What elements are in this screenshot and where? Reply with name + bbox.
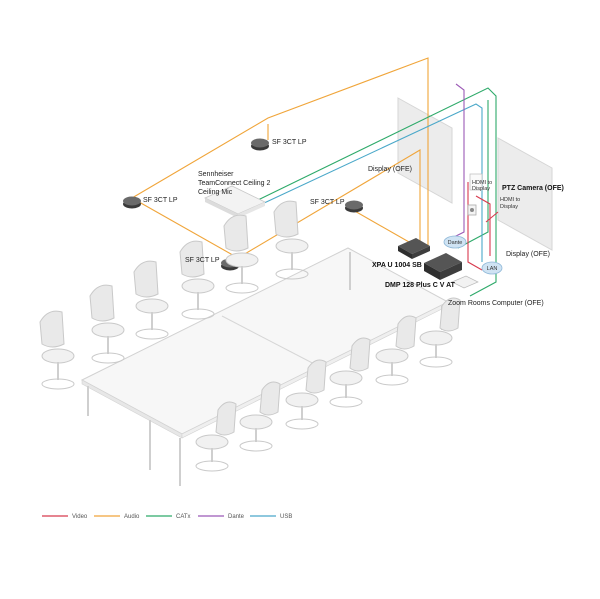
hdmi-box-1 <box>469 173 483 191</box>
chair <box>223 214 259 294</box>
chair <box>285 359 327 430</box>
hdmi-1-label-line2: Display <box>472 186 490 192</box>
dsp-device <box>424 253 462 280</box>
dante-badge: Dante <box>443 235 467 249</box>
chair <box>133 260 169 340</box>
lan-badge-label: LAN <box>487 266 498 272</box>
chair <box>195 401 237 472</box>
chair <box>239 381 281 452</box>
legend-label-audio: Audio <box>124 514 140 520</box>
legend-label-catx: CATx <box>176 514 191 520</box>
lan-badge: LAN <box>481 261 503 275</box>
legend-label-video: Video <box>72 514 88 520</box>
dante-badge-label: Dante <box>448 240 463 246</box>
display-right-label: Display (OFE) <box>506 251 550 258</box>
ptz-camera-label: PTZ Camera (OFE) <box>502 185 564 192</box>
hdmi-2-label-line2: Display <box>500 204 518 210</box>
mic-label-line1: Sennheiser <box>198 171 234 178</box>
display-left-label: Display (OFE) <box>368 166 412 173</box>
audio-cables <box>131 57 429 259</box>
speaker-3 <box>345 200 363 213</box>
chair <box>273 200 309 280</box>
mic-label-line3: Ceiling Mic <box>198 189 233 196</box>
mic-label-line2: TeamConnect Ceiling 2 <box>198 180 270 187</box>
speaker-4-label: SF 3CT LP <box>185 257 220 264</box>
speaker-3-label: SF 3CT LP <box>310 199 345 206</box>
amplifier-device <box>398 238 430 259</box>
chair <box>89 284 125 364</box>
chair <box>39 310 75 390</box>
zoom-rooms-computer <box>451 275 479 289</box>
chair <box>419 297 461 368</box>
speaker-2-label: SF 3CT LP <box>143 197 178 204</box>
display-right <box>497 137 553 251</box>
chairs-front-row <box>195 297 461 472</box>
speaker-2 <box>123 196 141 209</box>
video-cables <box>467 182 499 271</box>
computer-label: Zoom Rooms Computer (OFE) <box>448 300 544 307</box>
legend-label-usb: USB <box>280 514 292 520</box>
legend: Video Audio CATx Dante USB <box>42 514 292 520</box>
ptz-camera <box>467 204 477 216</box>
chair <box>375 315 417 386</box>
display-left <box>397 97 453 204</box>
dsp-label: DMP 128 Plus C V AT <box>385 282 456 289</box>
chair <box>329 337 371 408</box>
ceiling-mic <box>204 185 266 218</box>
chairs-back-row <box>39 200 309 390</box>
hdmi-2-label-line1: HDMI to <box>500 197 520 203</box>
speaker-1 <box>251 138 269 151</box>
legend-label-dante: Dante <box>228 514 245 520</box>
chair <box>179 240 215 320</box>
hdmi-1-label-line1: HDMI to <box>472 180 492 186</box>
speaker-1-label: SF 3CT LP <box>272 139 307 146</box>
amplifier-label: XPA U 1004 SB <box>372 262 422 269</box>
